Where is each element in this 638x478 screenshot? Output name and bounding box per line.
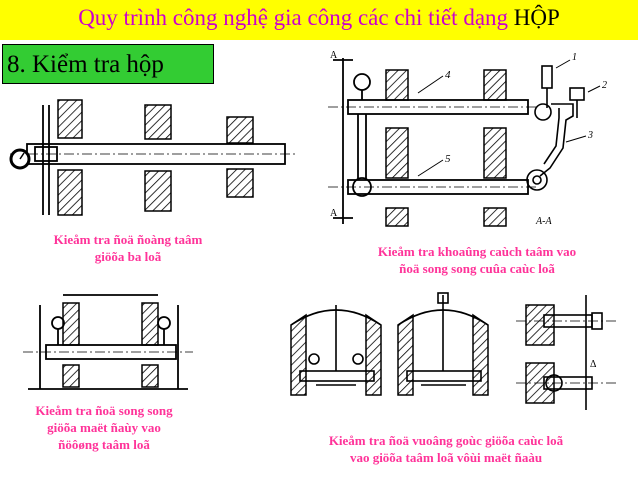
caption-center-distance-line-1: Kieåm tra khoaûng caùch taâm vao	[377, 244, 577, 259]
caption-perpendicular-line-1: Kieåm tra ñoä vuoâng goùc giöõa caùc loã	[328, 433, 564, 448]
caption-center-distance-line-2: ñoä song song cuûa caùc loã	[399, 261, 555, 276]
label-1: 1	[572, 52, 577, 63]
label-delta: Δ	[590, 359, 597, 370]
label-5: 5	[445, 153, 451, 165]
title-text: Quy trình công nghệ gia công các chi tiế…	[78, 5, 514, 30]
caption-coaxial: Kieåm tra ñoä ñoàng taâm giöõa ba loã	[8, 231, 248, 265]
label-2: 2	[602, 80, 607, 91]
caption-center-distance: Kieåm tra khoaûng caùch taâm vao ñoä son…	[318, 243, 636, 277]
label-a-bottom: A	[330, 208, 338, 219]
slide-title: Quy trình công nghệ gia công các chi tiế…	[0, 5, 638, 31]
label-3: 3	[587, 130, 593, 141]
caption-perpendicular: Kieåm tra ñoä vuoâng goùc giöõa caùc loã…	[254, 432, 638, 466]
title-bar	[0, 0, 638, 40]
figure-perpendicular-check: Δ	[290, 292, 616, 410]
caption-parallel-line-3: ñöôøng taâm loã	[58, 437, 150, 452]
label-4: 4	[445, 69, 451, 81]
label-aa: A-A	[535, 216, 552, 227]
caption-coaxial-line-1: Kieåm tra ñoä ñoàng taâm	[53, 232, 203, 247]
figure-parallel-check	[23, 294, 193, 390]
title-highlight: HỘP	[513, 5, 560, 30]
section-label: 8. Kiểm tra hộp	[2, 44, 214, 84]
caption-coaxial-line-2: giöõa ba loã	[94, 249, 162, 264]
label-a-top: A	[330, 50, 338, 61]
caption-parallel-line-1: Kieåm tra ñoä song song	[35, 403, 173, 418]
figure-center-distance-check: 4 5 A A 1 2 3 A-A	[328, 50, 607, 227]
caption-parallel-line-2: giöõa maët ñaùy vao	[47, 420, 161, 435]
figure-coaxial-check	[9, 99, 295, 216]
caption-parallel: Kieåm tra ñoä song song giöõa maët ñaùy …	[4, 402, 204, 453]
caption-perpendicular-line-2: vao giöõa taâm loã vôùi maët ñaàu	[349, 450, 543, 465]
